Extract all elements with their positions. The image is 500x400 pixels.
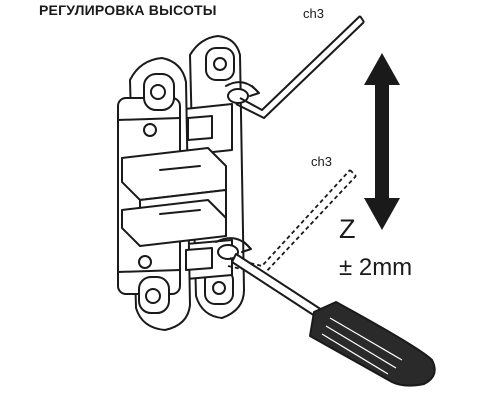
axis-label: Z xyxy=(339,214,356,244)
top-adjust-screw xyxy=(225,81,260,104)
up-down-arrow-icon xyxy=(364,53,400,230)
tolerance-label: ± 2mm xyxy=(339,254,413,281)
hinge-linkage xyxy=(121,115,227,271)
hex-key-mid-label: ch3 xyxy=(311,154,332,169)
bottom-adjust-screw xyxy=(215,237,252,260)
screwdriver-icon xyxy=(231,253,436,387)
diagram-title: РЕГУЛИРОВКА ВЫСОТЫ xyxy=(39,2,217,18)
hex-key-dashed xyxy=(227,169,357,275)
hex-key-top xyxy=(235,15,365,119)
hex-key-top-label: ch3 xyxy=(303,6,324,21)
